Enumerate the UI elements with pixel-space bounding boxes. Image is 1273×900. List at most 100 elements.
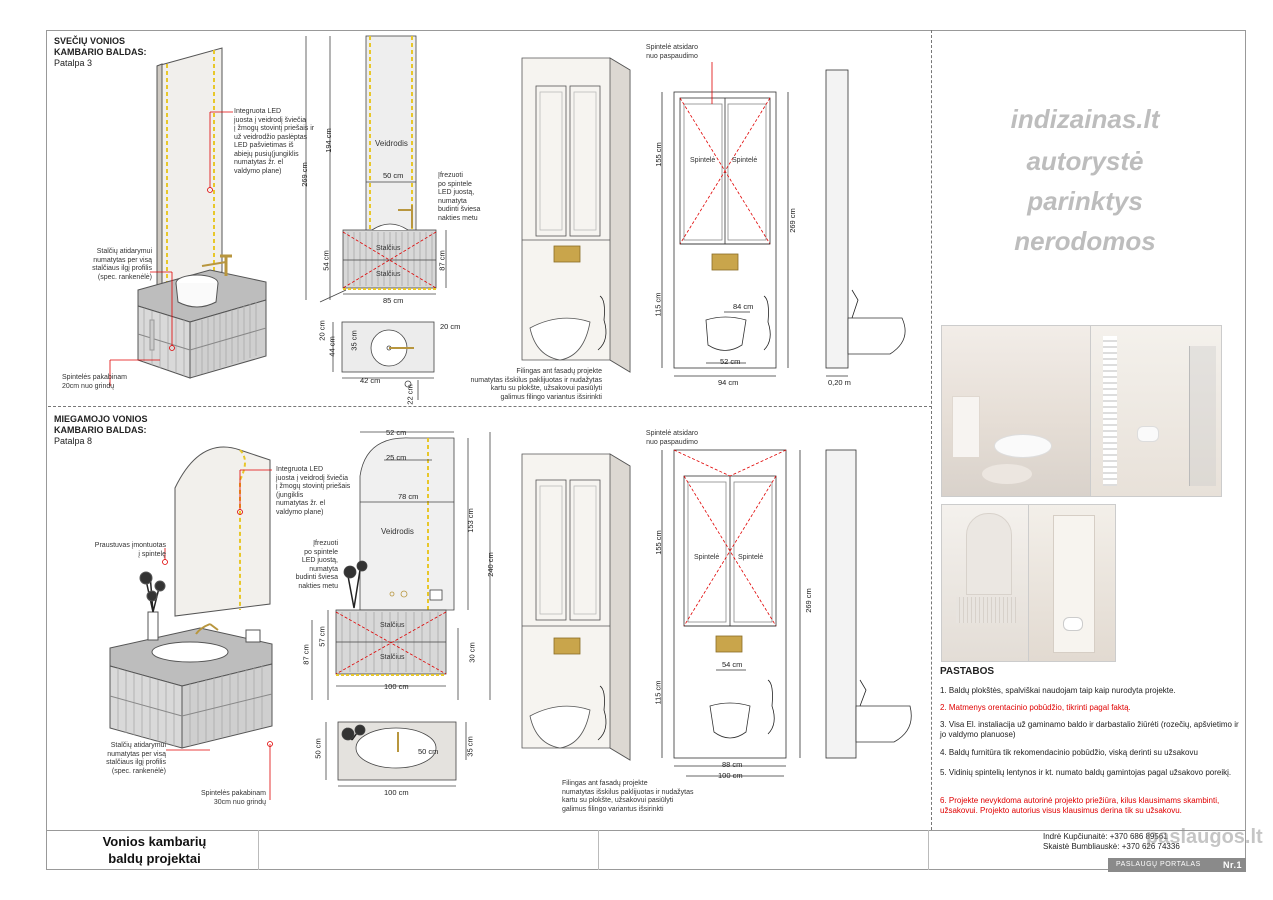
reference-photo-2: [1090, 325, 1222, 497]
site-watermark: paslaugos.lt: [1146, 826, 1263, 848]
dim-b87: 87 cm: [301, 644, 311, 665]
contact-1: Indrė Kupčiunaitė: +370 686 89561: [1043, 832, 1168, 841]
vanity-shape: [952, 396, 980, 458]
dim-b153: 153 cm: [465, 508, 475, 533]
bottom-3d-vanity: [109, 446, 273, 749]
arched-mirror: [966, 513, 1012, 595]
note-item-6: 6. Projekte nevykdoma autorinė projekto …: [940, 796, 1220, 815]
watermark-line-2: autorystė: [1026, 146, 1144, 176]
dim-b54: 54 cm: [722, 660, 743, 669]
top-cabinet-3d: [521, 57, 631, 373]
watermark-line-3: parinktys: [1027, 186, 1143, 216]
top-cab-label-r: Spintelė: [732, 157, 758, 164]
dim-44: 44 cm: [327, 336, 337, 357]
dim-50: 50 cm: [383, 171, 404, 180]
note-item-3: 3. Visa El. instaliacija už gaminamo bal…: [940, 720, 1239, 739]
portal-badge: PASLAUGŲ PORTALAS Nr.1: [1108, 858, 1246, 872]
dim-b240: 240 cm: [485, 552, 495, 577]
top-3d-vanity: [137, 47, 267, 379]
dim-194: 194 cm: [323, 128, 333, 153]
dim-42: 42 cm: [360, 376, 381, 385]
watermark-line-4: nerodomos: [1014, 226, 1156, 256]
toilet-shape: [1137, 426, 1159, 442]
bottom-cab-label-l: Spintelė: [694, 554, 720, 561]
dim-35: 35 cm: [349, 330, 359, 351]
top-plan: [332, 321, 435, 400]
reference-photo-1: [941, 325, 1091, 497]
top-cabinet-elev: [661, 62, 789, 377]
bottom-cab-label-r: Spintelė: [738, 554, 764, 561]
title-block: [46, 830, 1246, 871]
section-title-bottom: MIEGAMOJO VONIOS KAMBARIO BALDAS: Patalp…: [54, 414, 148, 446]
cabinet-shape: [1053, 515, 1095, 653]
dim-115: 115 cm: [653, 292, 663, 317]
dim-b25: 25 cm: [386, 453, 407, 462]
dim-b52: 52 cm: [386, 428, 407, 437]
title-cell: [46, 830, 259, 870]
top-side-view: [825, 69, 906, 377]
dim-87: 87 cm: [437, 250, 447, 271]
top-drawer-label-1: Stalčius: [376, 245, 401, 252]
dim-84: 84 cm: [733, 302, 754, 311]
dim-85: 85 cm: [383, 296, 404, 305]
dim-20b: 20 cm: [440, 322, 461, 331]
section-title-top: SVEČIŲ VONIOS KAMBARIO BALDAS: Patalpa 3: [54, 36, 147, 68]
dim-b78: 78 cm: [398, 492, 419, 501]
dim-54: 54 cm: [321, 250, 331, 271]
wc-shape: [1063, 617, 1083, 631]
drawing-frame: [46, 30, 1246, 870]
dim-b100c: 100 cm: [718, 771, 743, 780]
dim-020: 0,20 m: [828, 378, 851, 387]
top-elevation: [305, 35, 447, 303]
top-cab-label-l: Spintelė: [690, 157, 716, 164]
notes-title: PASTABOS: [940, 666, 995, 677]
dim-269: 269 cm: [299, 162, 309, 187]
dim-b100: 100 cm: [384, 682, 409, 691]
dim-b50b: 50 cm: [418, 747, 439, 756]
shower-glass: [1189, 346, 1216, 486]
reference-photo-3: [941, 504, 1029, 662]
dim-b100b: 100 cm: [384, 788, 409, 797]
dim-b155: 155 cm: [653, 530, 663, 555]
project-title: Vonios kambarių baldų projektai: [102, 834, 207, 866]
radiator-shape: [1103, 336, 1117, 486]
dim-52: 52 cm: [720, 357, 741, 366]
rug-shape: [982, 464, 1032, 484]
top-3d-callouts: [109, 111, 233, 386]
dim-b50a: 50 cm: [313, 738, 323, 759]
bathtub-shape: [994, 434, 1052, 458]
contact-2: Skaistė Bumbliauskė: +370 626 74336: [1043, 842, 1180, 851]
dim-269b: 269 cm: [787, 208, 797, 233]
bottom-elevation: [311, 431, 491, 700]
section-divider: [48, 406, 932, 407]
blank-cell-2: [599, 830, 929, 870]
dim-94: 94 cm: [718, 378, 739, 387]
note-item-1: 1. Baldų plokštės, spalviškai naudojam t…: [940, 686, 1176, 695]
dim-b88: 88 cm: [722, 760, 743, 769]
dim-b35: 35 cm: [465, 736, 475, 757]
dim-b30: 30 cm: [467, 642, 477, 663]
reference-photo-4: [1028, 504, 1116, 662]
top-mirror-label: Veidrodis: [375, 139, 408, 148]
dim-20a: 20 cm: [317, 320, 327, 341]
dim-b115: 115 cm: [653, 680, 663, 705]
note-item-2: 2. Matmenys orentacinio pobūdžio, tikrin…: [940, 703, 1131, 712]
vanity-fluted: [956, 597, 1016, 623]
dim-22: 22 cm: [405, 384, 415, 405]
bottom-cabinet-elev: [661, 449, 801, 777]
watermark-line-1: indizainas.lt: [1010, 104, 1160, 134]
column-divider: [931, 30, 932, 830]
